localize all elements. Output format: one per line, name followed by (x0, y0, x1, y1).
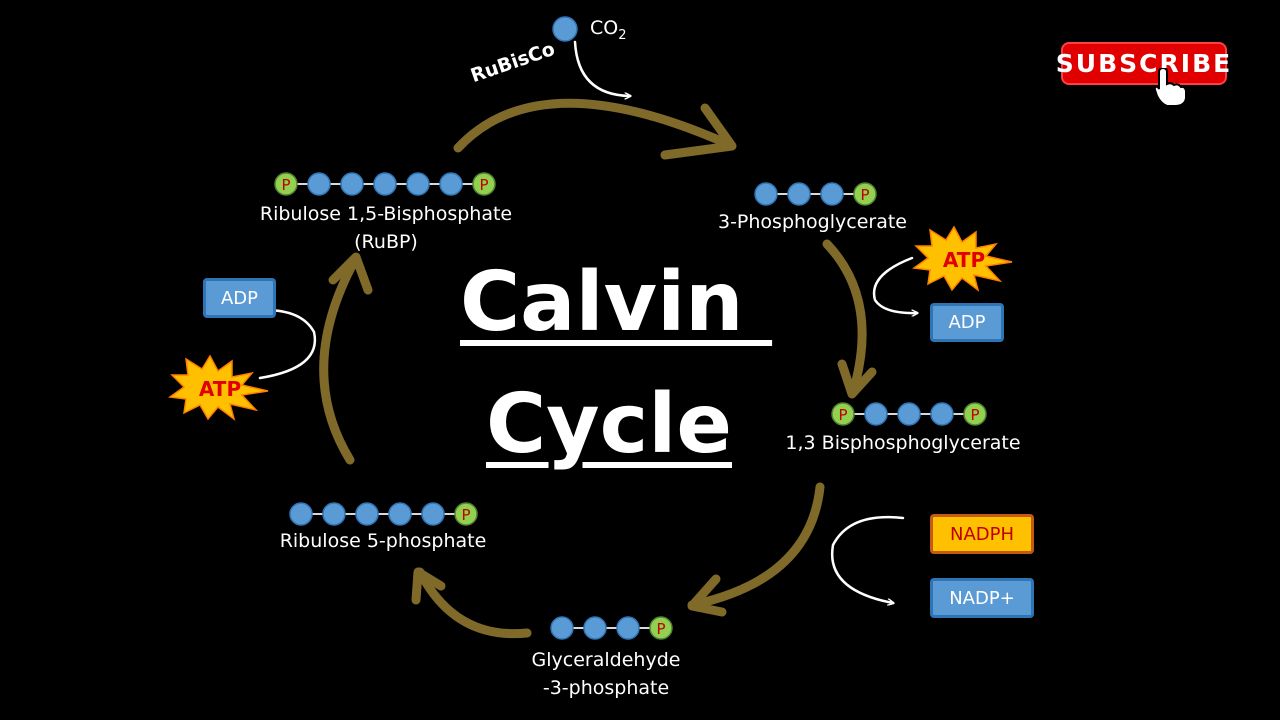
atp-burst-icon-right (912, 225, 1013, 292)
g3p-carbon-atom (583, 616, 607, 640)
cycle-arrow-ru5p-to-rubp (319, 255, 360, 465)
co2-molecule-icon (552, 16, 578, 42)
cycle-arrow-pga-to-bpg-head (837, 359, 877, 399)
ru5p-carbon-atom (421, 502, 445, 526)
cycle-arrow-g3p-to-ru5p (415, 567, 532, 639)
molecule-chains: P P P P P P P (274, 172, 987, 640)
rubp-phosphate-atom (472, 172, 496, 196)
co2-label-main: CO (590, 17, 619, 39)
ru5p-label: Ribulose 5-phosphate (279, 530, 487, 552)
nadp-box: NADP+ (930, 578, 1034, 618)
cycle-arrow-ru5p-to-rubp-head (328, 252, 373, 295)
co2-incoming-arrow (573, 40, 630, 96)
g3p-carbon-atom (550, 616, 574, 640)
pga-phosphate-atom (853, 182, 877, 206)
cycle-arrow-bpg-to-g3p-head (687, 574, 727, 617)
cycle-arrow-rubp-to-pga (453, 98, 735, 153)
bpg-carbon-atom (930, 402, 954, 426)
rubp-phosphate-atom (274, 172, 298, 196)
bpg-phosphate-label: P (970, 406, 979, 424)
atp-to-adp-arrow-right (872, 256, 917, 313)
nadph-box: NADPH (930, 514, 1034, 554)
ru5p-carbon-atom (355, 502, 379, 526)
rubp-phosphate-label: P (281, 176, 290, 194)
title-line-2: Cycle (486, 377, 732, 472)
subscribe-button[interactable]: SUBSCRIBE (1056, 42, 1230, 85)
rubp-label: Ribulose 1,5-Bisphosphate (RuBP) (236, 200, 536, 256)
ru5p-carbon-atom (388, 502, 412, 526)
pga-carbon-atom (787, 182, 811, 206)
rubp-phosphate-label: P (479, 176, 488, 194)
bpg-carbon-atom (897, 402, 921, 426)
bpg-phosphate-label: P (838, 406, 847, 424)
pga-label: 3-Phosphoglycerate (717, 211, 907, 233)
g3p-label: Glyceraldehyde -3-phosphate (506, 646, 706, 702)
rubp-carbon-atom (439, 172, 463, 196)
ru5p-phosphate-label: P (461, 506, 470, 524)
atp-burst-label-right: ATP (942, 248, 986, 272)
adp-box-right: ADP (930, 303, 1004, 342)
cycle-arrow-g3p-to-ru5p-head (411, 567, 446, 605)
atp-burst-icon-left (168, 354, 269, 421)
bpg-phosphate-atom (831, 402, 855, 426)
g3p-phosphate-label: P (656, 620, 665, 638)
g3p-label-line2: -3-phosphate (542, 677, 670, 699)
ru5p-phosphate-atom (454, 502, 478, 526)
co2-label-subscript: 2 (618, 27, 627, 43)
ru5p-carbon-atom (289, 502, 313, 526)
pga-phosphate-label: P (860, 186, 869, 204)
rubp-carbon-atom (307, 172, 331, 196)
adp-box-left: ADP (203, 278, 276, 318)
g3p-phosphate-atom (649, 616, 673, 640)
cycle-arrow-bpg-to-g3p (687, 482, 825, 610)
pga-carbon-atom (820, 182, 844, 206)
rubp-carbon-atom (373, 172, 397, 196)
rubp-label-name: Ribulose 1,5-Bisphosphate (259, 203, 513, 225)
cycle-arrow-pga-to-bpg (822, 239, 867, 397)
cycle-arrow-rubp-to-pga-head (660, 103, 737, 160)
ru5p-carbon-atom (322, 502, 346, 526)
co2-label: CO2 (590, 14, 627, 50)
bpg-label: 1,3 Bisphosphoglycerate (785, 432, 1021, 454)
rubp-carbon-atom (406, 172, 430, 196)
g3p-label-line1: Glyceraldehyde (531, 649, 681, 671)
pga-carbon-atom (754, 182, 778, 206)
atp-burst-label-left: ATP (198, 377, 242, 401)
bpg-carbon-atom (864, 402, 888, 426)
title-line-1: Calvin (460, 255, 773, 350)
rubp-carbon-atom (340, 172, 364, 196)
subscribe-hand-cursor-icon (1153, 68, 1187, 107)
atp-to-adp-arrow-left (258, 310, 317, 380)
nadph-to-nadp-arrow (830, 515, 905, 603)
rubp-label-abbrev: (RuBP) (354, 231, 418, 253)
g3p-carbon-atom (616, 616, 640, 640)
bpg-phosphate-atom (963, 402, 987, 426)
